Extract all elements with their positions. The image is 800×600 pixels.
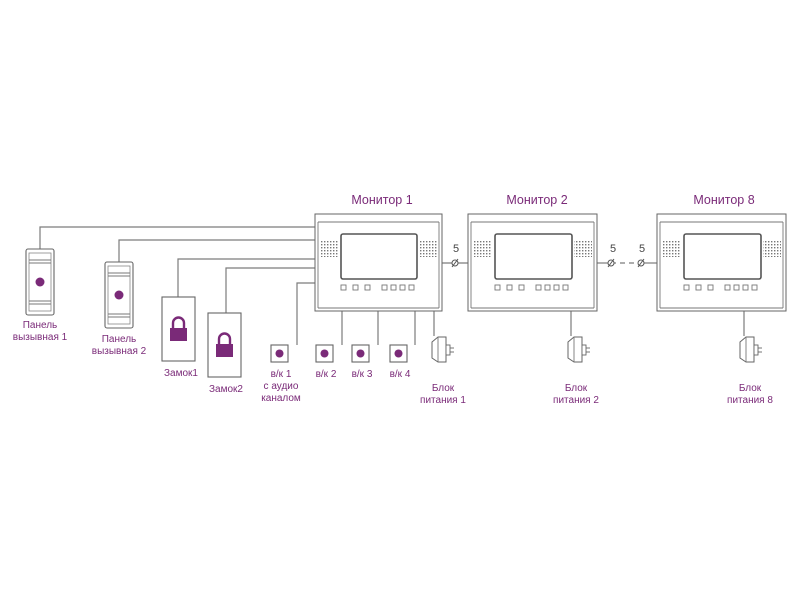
call-button-icon	[114, 290, 124, 300]
monitor-1-title: Монитор 1	[351, 193, 412, 207]
lock-1	[161, 296, 196, 362]
speaker-grille-right	[763, 240, 781, 257]
camera-lens-icon	[356, 349, 365, 358]
call-panel-1	[25, 248, 55, 316]
lock-2	[207, 312, 242, 378]
padlock-icon	[170, 316, 187, 341]
camera-1-label-line2: с аудио	[264, 381, 299, 392]
monitor-buttons	[340, 284, 415, 291]
call-button-icon	[35, 277, 45, 287]
lock-1-label: Замок1	[164, 368, 198, 379]
wire-panel-2	[118, 239, 315, 262]
camera-1	[270, 344, 289, 363]
wire-panel-1	[39, 226, 315, 253]
camera-4-label: в/к 4	[390, 369, 411, 380]
power-supply-1	[431, 336, 454, 363]
wire-count-mark-3	[637, 258, 645, 268]
speaker-grille-left	[663, 240, 681, 257]
wire-count-mark-1	[451, 258, 459, 268]
padlock-icon	[216, 332, 233, 357]
wire-lock-1	[177, 258, 315, 297]
speaker-grille-right	[419, 240, 437, 257]
monitor-buttons	[494, 284, 569, 291]
wire-count-mark-2	[607, 258, 615, 268]
camera-3	[351, 344, 370, 363]
power-supply-8	[739, 336, 762, 363]
speaker-grille-left	[474, 240, 492, 257]
speaker-grille-right	[574, 240, 592, 257]
power-1-label-line1: Блок	[432, 383, 455, 394]
power-2-label-line2: питания 2	[553, 395, 599, 406]
camera-2	[315, 344, 334, 363]
panel-1-label-line2: вызывная 1	[13, 332, 68, 343]
wire-count-label-2: 5	[610, 243, 616, 255]
power-1-label-line2: питания 1	[420, 395, 466, 406]
camera-2-label: в/к 2	[316, 369, 337, 380]
wire-lock-2	[225, 267, 315, 313]
power-8-label-line1: Блок	[739, 383, 762, 394]
camera-4	[389, 344, 408, 363]
monitor-screen	[340, 233, 418, 280]
camera-lens-icon	[394, 349, 403, 358]
monitor-8-title: Монитор 8	[693, 193, 754, 207]
panel-2-label-line2: вызывная 2	[92, 346, 147, 357]
wire-count-label-1: 5	[453, 243, 459, 255]
panel-1-label-line1: Панель	[23, 320, 58, 331]
camera-1-label-line3: каналом	[261, 393, 301, 404]
power-2-label-line1: Блок	[565, 383, 588, 394]
camera-3-label: в/к 3	[352, 369, 373, 380]
wire-camera-1	[296, 282, 315, 345]
wires	[39, 226, 745, 345]
panel-2-label-line1: Панель	[102, 334, 137, 345]
call-panel-2	[104, 261, 134, 329]
power-supply-2	[567, 336, 590, 363]
monitor-buttons	[683, 284, 758, 291]
monitor-2	[467, 213, 598, 312]
camera-lens-icon	[320, 349, 329, 358]
lock-2-label: Замок2	[209, 384, 243, 395]
monitor-screen	[494, 233, 573, 280]
camera-1-label-line1: в/к 1	[271, 369, 292, 380]
monitor-screen	[683, 233, 762, 280]
monitor-2-title: Монитор 2	[506, 193, 567, 207]
monitor-8	[656, 213, 787, 312]
power-8-label-line2: питания 8	[727, 395, 773, 406]
monitor-1	[314, 213, 443, 312]
camera-lens-icon	[275, 349, 284, 358]
speaker-grille-left	[321, 240, 339, 257]
wire-count-label-3: 5	[639, 243, 645, 255]
